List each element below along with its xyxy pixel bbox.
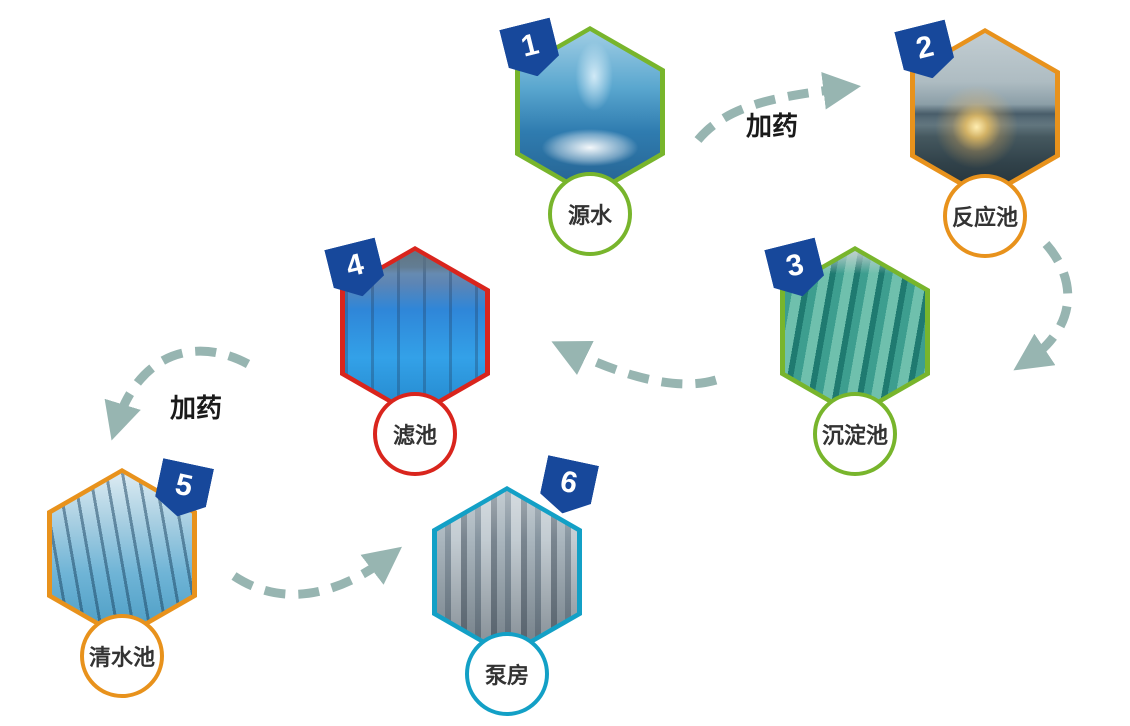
step-label-text: 清水池 [88,645,155,670]
edge-label-dosing-2: 加药 [170,393,223,423]
step-number: 2 [912,29,937,66]
step-number: 6 [557,464,581,501]
node-sedimentation-pool: 3 沉淀池 [780,246,930,486]
hexagon-source-water [515,26,665,198]
step-label-text: 反应池 [951,205,1018,230]
edge-label-dosing-1: 加药 [746,111,799,141]
arrow-source-to-reaction [694,71,862,143]
node-filter-pool: 4 滤池 [340,246,490,486]
node-reaction-pool: 2 反应池 [910,28,1060,268]
step-label-reaction-pool: 反应池 [943,174,1027,258]
step-label-text: 滤池 [392,423,437,448]
step-label-text: 沉淀池 [821,423,888,448]
step-number: 4 [342,247,367,284]
hexagon-pump-house [432,486,582,658]
node-source-water: 1 源水 [515,26,665,266]
step-label-source-water: 源水 [548,172,632,256]
hexagon-sedimentation-pool [780,246,930,418]
arrow-reaction-to-sedimentation [1013,241,1073,371]
step-label-sedimentation-pool: 沉淀池 [813,392,897,476]
step-label-clear-water-pool: 清水池 [80,614,164,698]
step-label-filter-pool: 滤池 [373,392,457,476]
step-label-text: 泵房 [484,663,529,688]
step-number: 5 [172,467,196,504]
arrow-clearwater-to-pump [231,546,402,599]
arrow-sedimentation-to-filter [551,341,718,389]
node-clear-water-pool: 5 清水池 [47,468,197,708]
step-label-text: 源水 [567,203,612,228]
step-number: 3 [782,247,807,284]
step-number: 1 [517,27,542,64]
arrow-filter-to-clearwater [104,346,251,441]
step-label-pump-house: 泵房 [465,632,549,716]
node-pump-house: 6 泵房 [432,486,582,726]
